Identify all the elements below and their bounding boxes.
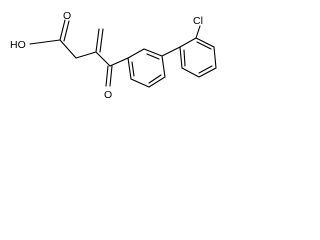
bond-methylidene-1: [95, 28, 100, 53]
ring2-inner-double-1: [196, 41, 212, 50]
ring2-inner-double-2: [198, 65, 213, 74]
bond-ketone-1: [105, 65, 109, 87]
bond-biaryl: [161, 46, 181, 57]
bond-acid-c-ch2: [59, 39, 77, 59]
bond-acid-c-oh: [29, 39, 61, 45]
ring1-inner-double-3: [131, 61, 135, 77]
ring1-inner-double-1: [146, 53, 160, 60]
chemical-structure: HO O O Cl: [0, 0, 256, 121]
phenyl-ring-1: [127, 48, 166, 88]
ketone-oxygen-label: O: [104, 89, 112, 101]
ring2-inner-double-3: [183, 49, 186, 67]
bond-c-cl: [195, 25, 201, 39]
bond-acid-c-o-1: [59, 19, 66, 41]
structure-canvas: HO O O Cl: [10, 10, 217, 101]
hydroxyl-label: HO: [10, 39, 26, 51]
bond-c-carbonyl: [95, 51, 111, 67]
bond-ketone-2: [109, 65, 113, 87]
bond-methylidene-2: [99, 28, 104, 53]
ring1-inner-double-2: [148, 74, 162, 84]
chloro-label: Cl: [193, 15, 203, 27]
phenyl-ring-2: [179, 37, 217, 78]
bond-ch2-c: [75, 51, 97, 59]
bond-carbonyl-ring: [109, 57, 129, 67]
bond-acid-c-o-2: [63, 20, 70, 42]
acid-oxygen-label: O: [63, 10, 71, 22]
